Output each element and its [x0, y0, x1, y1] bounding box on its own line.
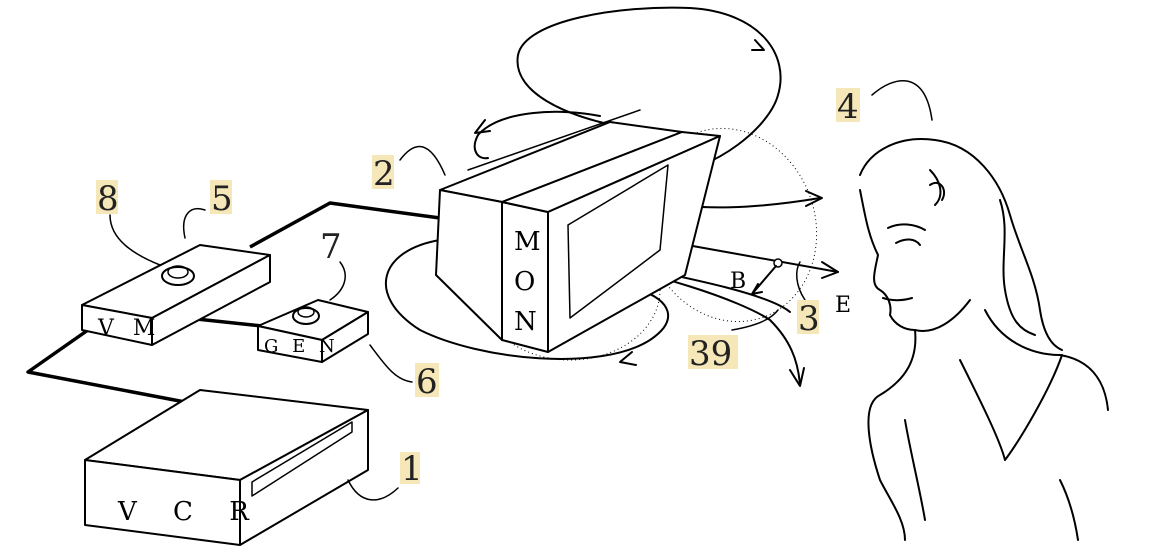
torso-left	[905, 420, 925, 520]
torso-right	[1060, 480, 1078, 540]
cable-vm-to-monitor	[250, 203, 440, 247]
ref-6: 6	[416, 362, 438, 402]
monitor	[436, 110, 720, 352]
emission-arrow-lower	[790, 368, 804, 386]
field-arrow-top	[752, 40, 764, 50]
neckline	[960, 355, 1062, 460]
ref-39: 39	[689, 334, 732, 374]
field-arrow-bottom	[620, 352, 636, 365]
person-viewer	[860, 139, 1108, 540]
ref-1: 1	[401, 449, 423, 489]
mouth	[883, 298, 912, 300]
leader-8	[110, 215, 160, 265]
leader-2	[400, 146, 445, 175]
leader-6	[370, 345, 412, 382]
ref-7: 7	[320, 227, 342, 267]
label-b: B	[730, 269, 746, 294]
ref-4: 4	[837, 87, 859, 127]
eyebrow	[888, 224, 925, 230]
gen-label: G E N	[264, 336, 339, 357]
face-profile	[860, 190, 970, 331]
label-e: E	[835, 293, 851, 318]
monitor-letter-o: O	[514, 267, 541, 297]
leader-1	[348, 480, 398, 500]
leader-5	[184, 209, 205, 238]
vm-label: V M	[97, 316, 161, 341]
monitor-left-side	[436, 190, 502, 340]
hair-outline	[860, 139, 1062, 350]
leader-3	[797, 262, 805, 300]
ear	[930, 183, 944, 200]
neck-shoulder-right	[985, 310, 1108, 410]
monitor-letter-m: M	[514, 227, 547, 257]
hair-strand	[930, 170, 940, 205]
eye	[896, 239, 920, 245]
ref-5: 5	[211, 179, 233, 219]
vcr-label: V C R	[117, 497, 263, 527]
ref-3: 3	[798, 299, 820, 339]
ref-2: 2	[373, 154, 395, 194]
ref-8: 8	[97, 179, 119, 219]
leader-4	[872, 81, 932, 120]
monitor-letter-n: N	[514, 307, 543, 337]
b-vector-arrow	[752, 266, 776, 294]
leader-7	[330, 262, 345, 300]
